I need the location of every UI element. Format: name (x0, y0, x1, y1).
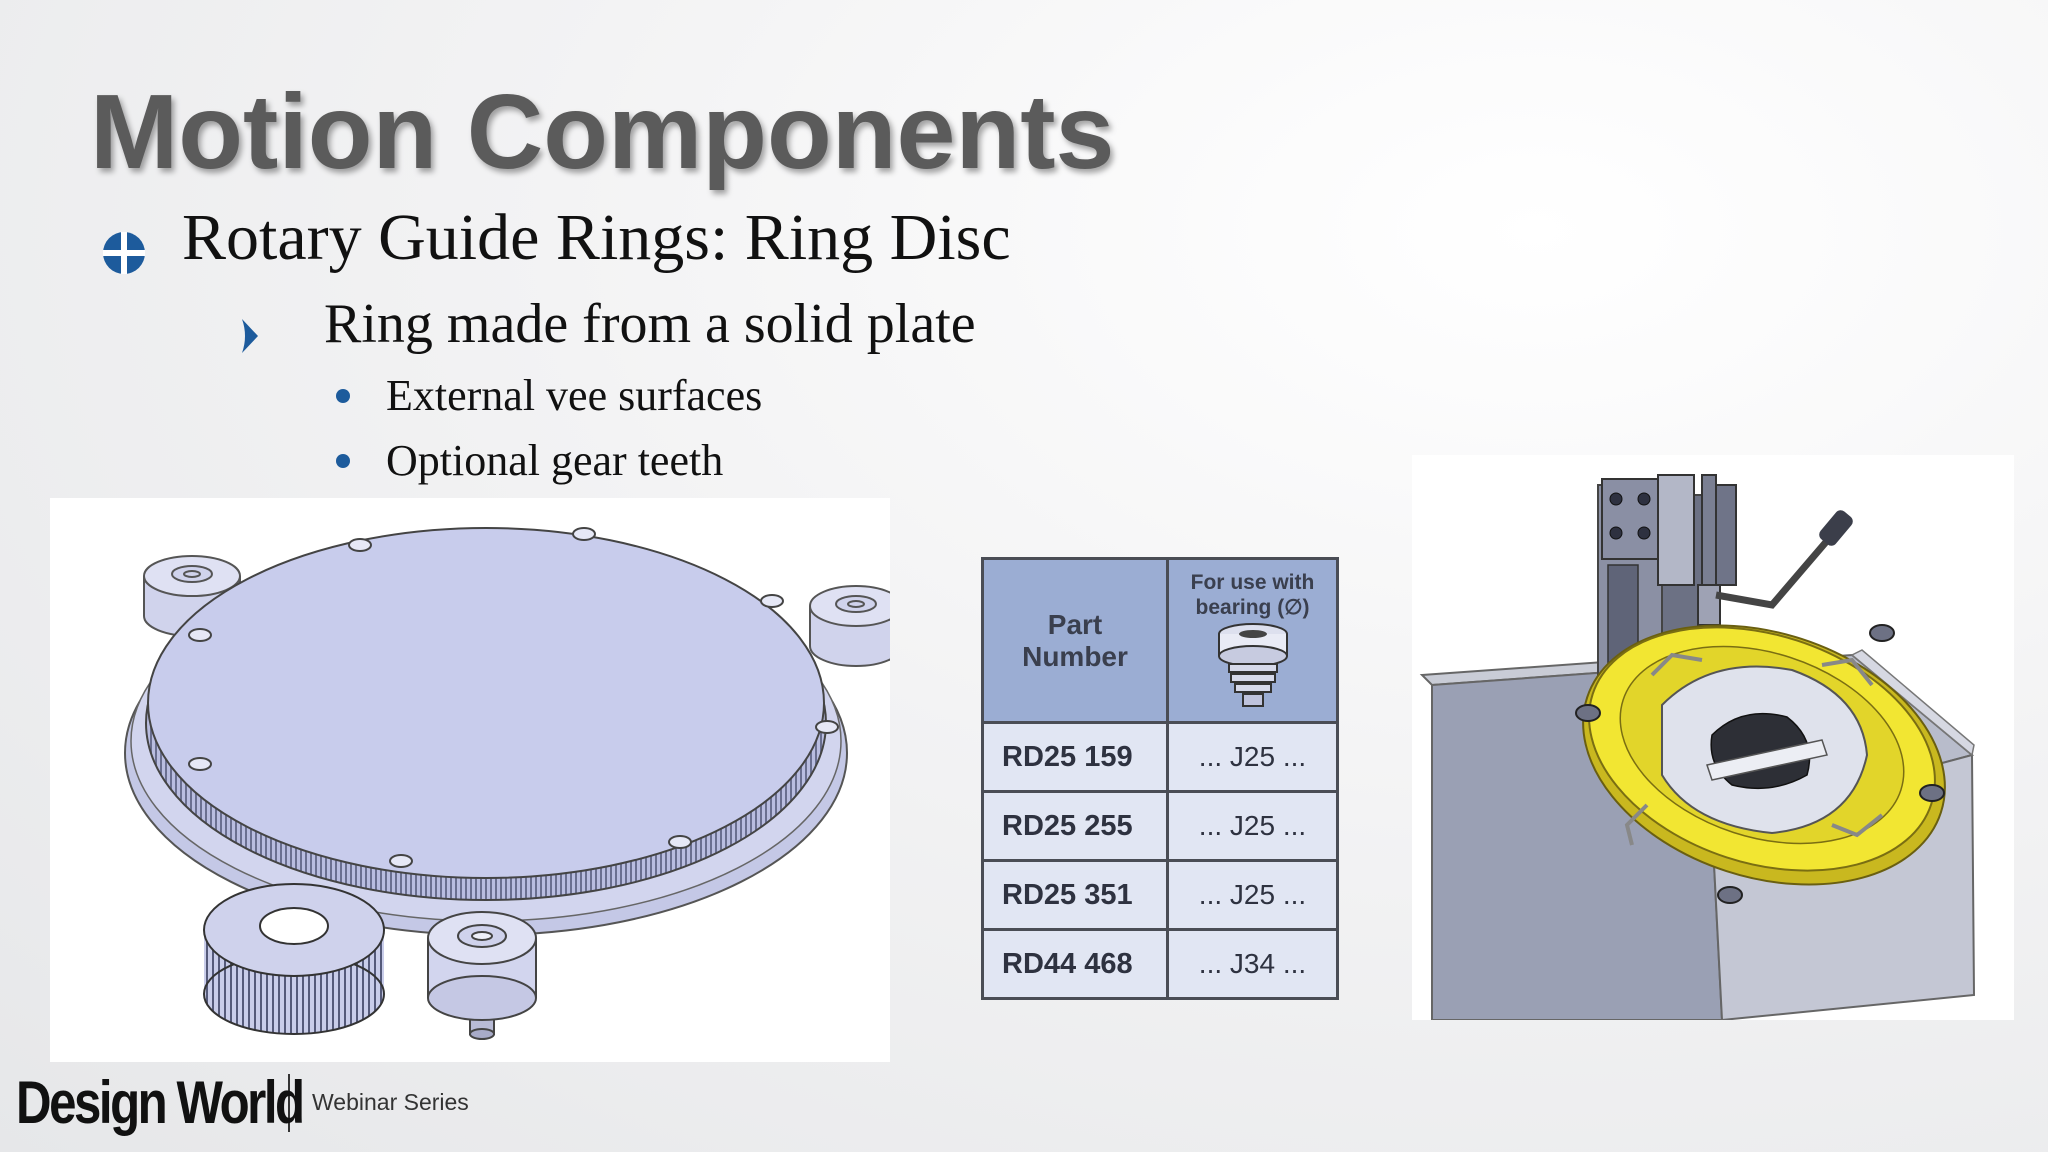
dot-icon (336, 388, 350, 403)
table-row: RD25 159 ... J25 ... (981, 721, 1339, 793)
bullet-text: External vee surfaces (386, 371, 763, 420)
bearing-cell: ... J25 ... (1166, 859, 1339, 931)
bearing-cell: ... J34 ... (1166, 928, 1339, 1000)
bullet-text: Ring made from a solid plate (324, 293, 976, 355)
bullet-text: Rotary Guide Rings: Ring Disc (182, 201, 1011, 274)
logo-subtitle: Webinar Series (312, 1089, 469, 1115)
part-number-cell: RD44 468 (981, 928, 1169, 1000)
part-number-cell: RD25 351 (981, 859, 1169, 931)
bullet-text: Optional gear teeth (386, 436, 724, 485)
logo-divider (288, 1073, 290, 1132)
logo-text: Design World (16, 1069, 305, 1136)
pinion-gear (203, 883, 385, 1035)
bearing-icon (1213, 620, 1293, 716)
bullet-level1: Rotary Guide Rings: Ring Disc (102, 200, 1011, 276)
table-row: RD25 351 ... J25 ... (981, 859, 1339, 931)
bearing-back-right (809, 585, 903, 667)
dot-icon (336, 453, 350, 468)
bearing-cell: ... J25 ... (1166, 721, 1339, 793)
bearing-cell: ... J25 ... (1166, 790, 1339, 862)
part-number-cell: RD25 255 (981, 790, 1169, 862)
bullet-level3: External vee surfaces (336, 370, 762, 421)
machine-assembly-image (1412, 455, 2014, 1022)
chevron-icon (238, 305, 262, 353)
bullet-level3: Optional gear teeth (336, 435, 723, 486)
design-world-logo: Design World Webinar Series (16, 1068, 469, 1137)
slide-title: Motion Components (90, 73, 1115, 191)
table-row: RD44 468 ... J34 ... (981, 928, 1339, 1000)
bullet-level2: Ring made from a solid plate (238, 292, 976, 356)
header-part-number: Part Number (981, 557, 1169, 724)
globe-icon (102, 216, 146, 274)
part-number-cell: RD25 159 (981, 721, 1169, 793)
bearing-front (427, 911, 537, 1040)
table-row: RD25 255 ... J25 ... (981, 790, 1339, 862)
ring-disc-image (50, 498, 903, 1062)
